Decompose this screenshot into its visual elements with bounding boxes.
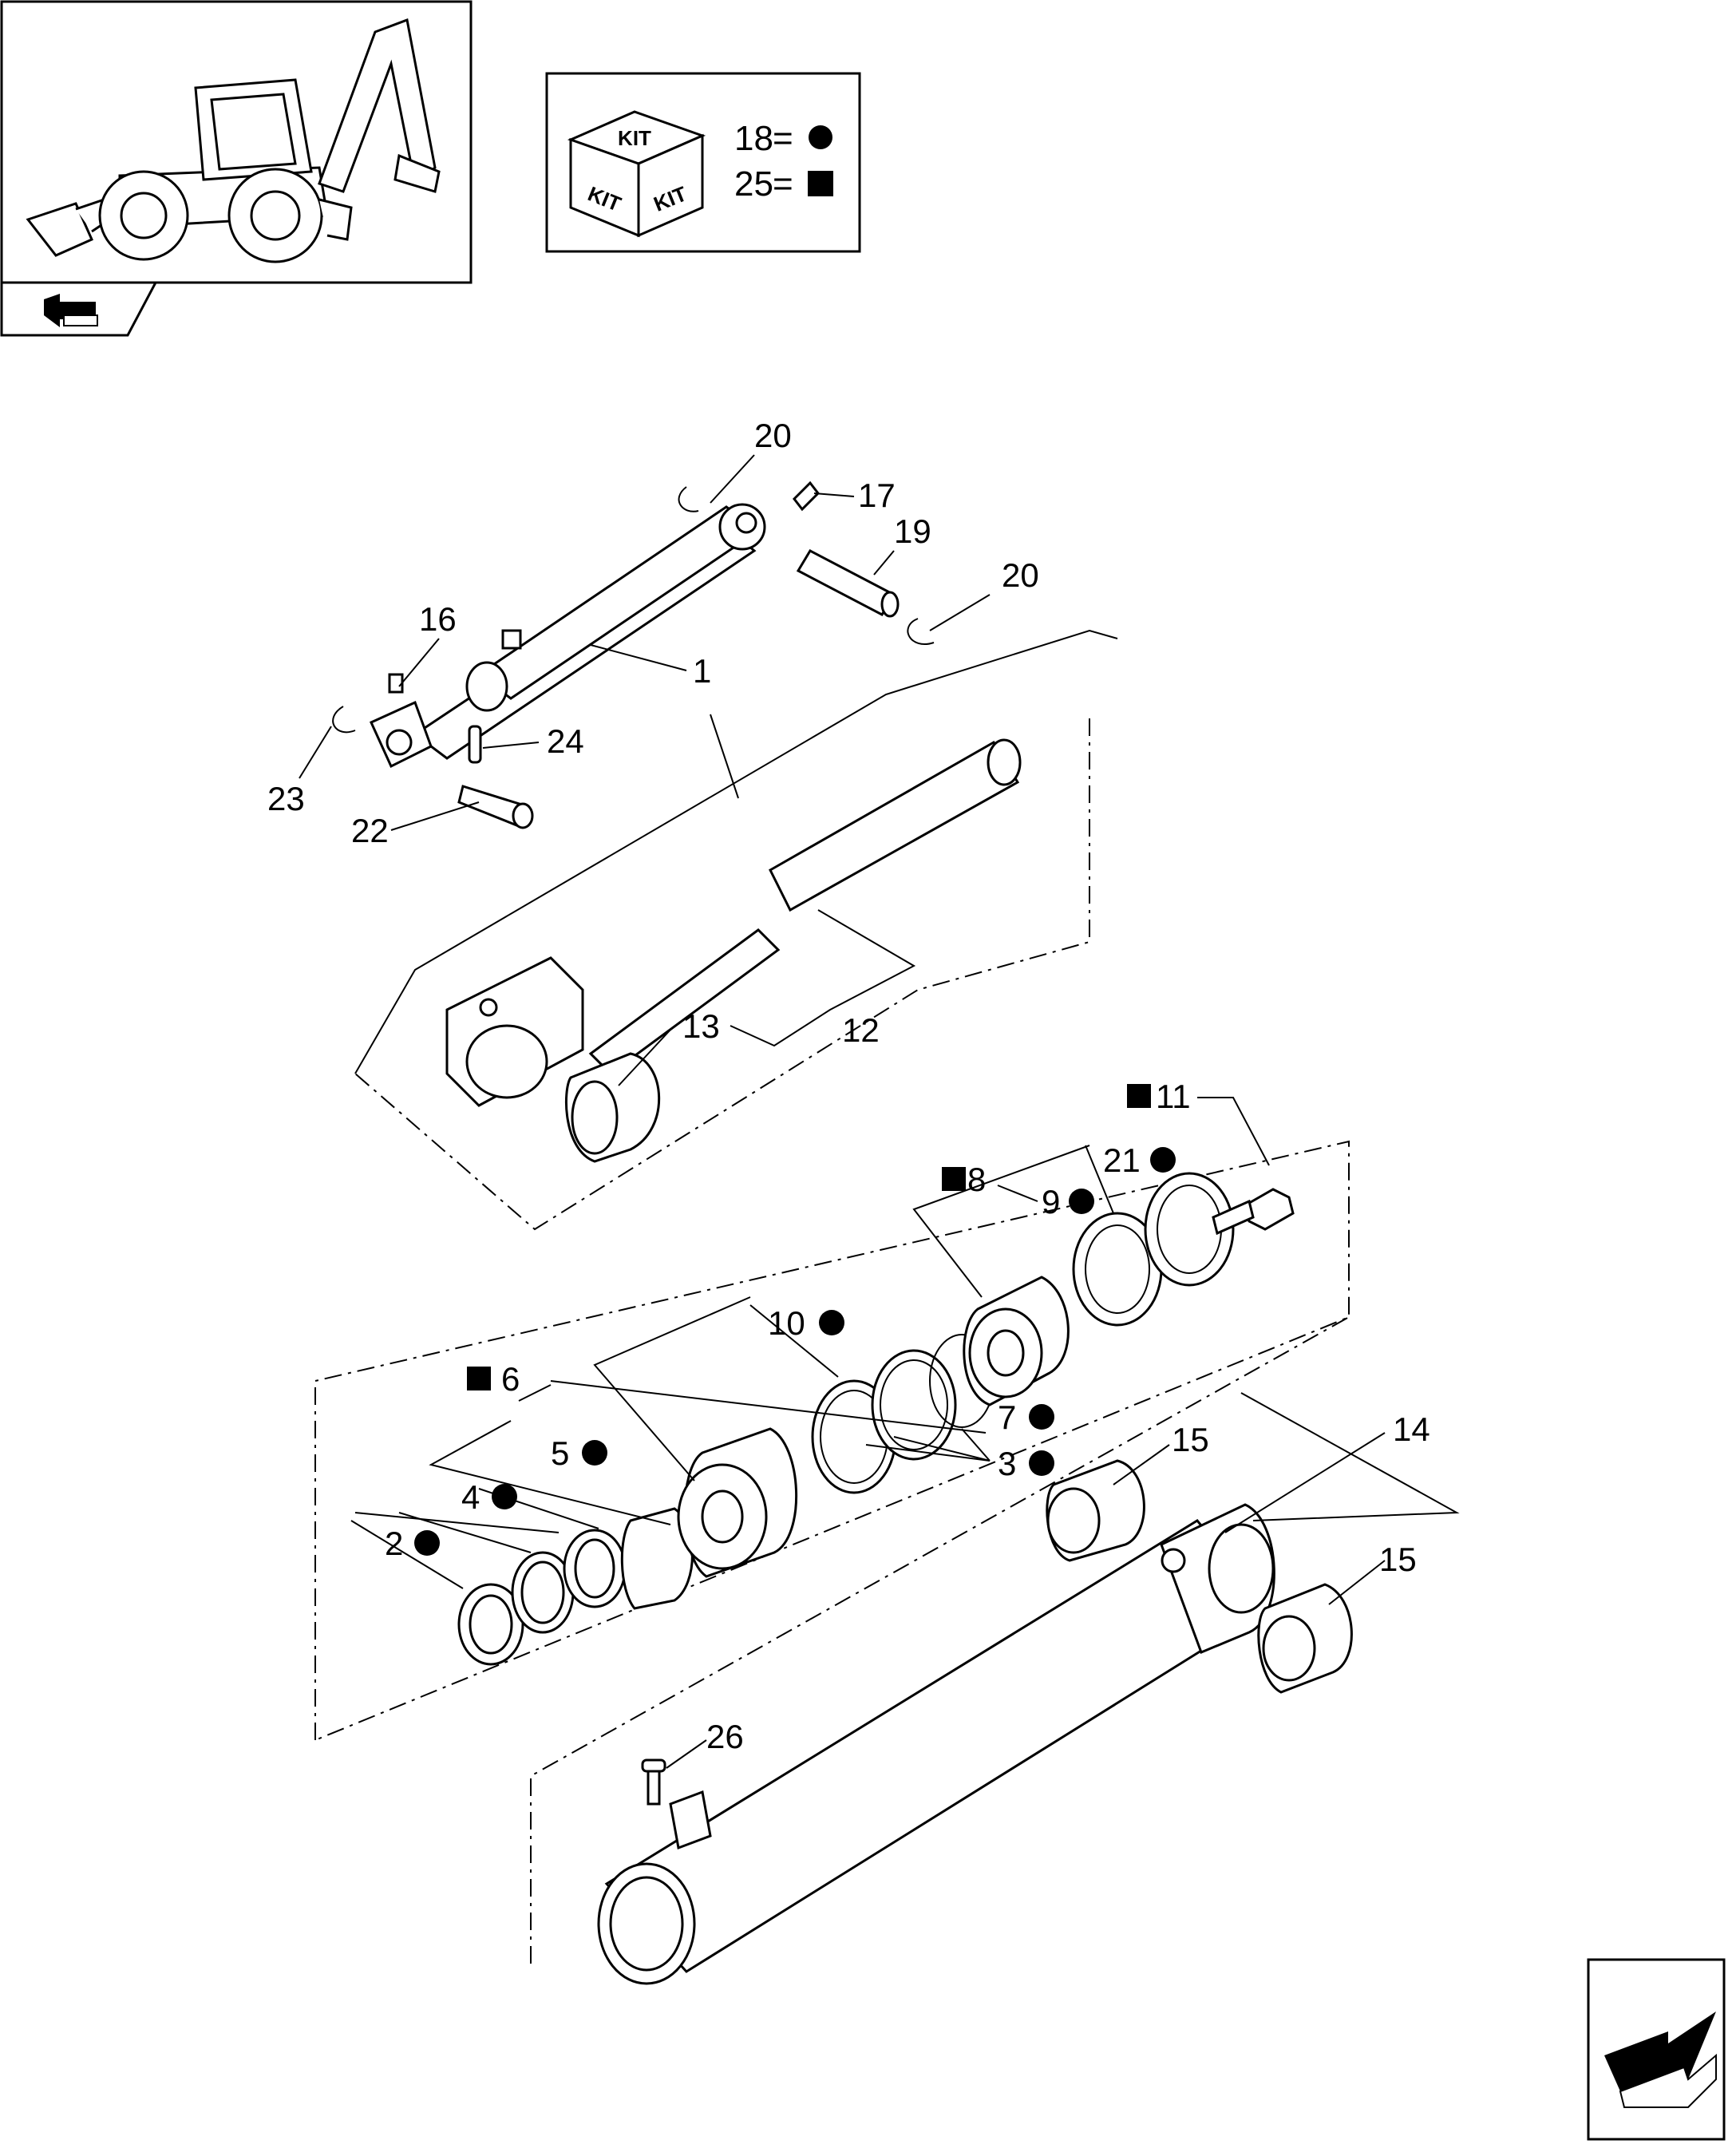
svg-text:2: 2 [385,1525,403,1562]
kit-square-icon [1127,1084,1151,1108]
kit-circle-icon [492,1484,517,1509]
callout-15b: 15 [1379,1541,1417,1578]
kit-square-icon [467,1367,491,1390]
kit-circle-icon [1150,1147,1176,1173]
callout-20a: 20 [754,417,792,454]
callout-15a: 15 [1172,1421,1209,1458]
callout-14: 14 [1393,1410,1430,1448]
callout-22: 22 [351,812,389,849]
svg-text:25: 25 [734,164,773,204]
svg-text:7: 7 [998,1398,1016,1436]
callout-4: 4 [461,1478,517,1516]
svg-text:10: 10 [768,1304,805,1342]
kit-circle-icon [819,1310,844,1335]
callout-6: 6 [467,1360,520,1398]
callouts: 20 17 19 20 16 1 24 23 22 13 12 11 8 21 … [267,417,1430,1755]
kit-square-icon [808,171,833,196]
callout-5: 5 [551,1434,607,1472]
svg-text:21: 21 [1103,1141,1141,1179]
callout-21: 21 [1103,1141,1176,1179]
svg-text:=: = [773,164,793,204]
kit-circle-icon [1029,1450,1054,1476]
assembled-cylinder [332,481,935,829]
kit-circle-icon [414,1530,440,1556]
callout-17: 17 [858,477,896,514]
piston-rod [445,738,1022,1163]
callout-9: 9 [1042,1183,1094,1220]
svg-text:3: 3 [998,1445,1016,1482]
back-button[interactable] [0,281,158,337]
callout-23: 23 [267,780,305,817]
backhoe-loader-icon [26,18,441,263]
kit-circle-icon [809,125,832,149]
callout-12: 12 [842,1011,880,1049]
callout-20b: 20 [1002,556,1039,594]
kit-circle-icon [1029,1404,1054,1430]
svg-text:6: 6 [501,1360,520,1398]
kit-cube-icon: KIT KIT KIT [567,110,706,238]
kit-legend-entry-25: 25 = [734,164,833,204]
kit-circle-icon [1069,1189,1094,1214]
callout-24: 24 [547,722,584,760]
machine-thumbnail [0,0,473,284]
forward-button[interactable] [1587,1958,1726,2141]
callout-2: 2 [385,1525,440,1562]
cylinder-barrel [597,1459,1353,1985]
callout-11: 11 [1127,1078,1191,1115]
callout-7: 7 [998,1398,1054,1436]
assembly-envelopes [314,629,1350,1964]
callout-8: 8 [942,1161,986,1198]
leader-lines [299,454,1460,1769]
kit-circle-icon [582,1440,607,1466]
kit-legend-entry-18: 18 = [734,119,832,158]
svg-text:11: 11 [1156,1078,1191,1115]
callout-13: 13 [682,1007,720,1045]
callout-3: 3 [998,1445,1054,1482]
callout-26: 26 [706,1718,744,1755]
kit-square-icon [942,1167,966,1191]
svg-text:18: 18 [734,119,773,158]
callout-19: 19 [894,512,931,550]
svg-text:8: 8 [967,1161,986,1198]
forward-arrow-icon [1604,2012,1717,2108]
callout-10: 10 [768,1304,844,1342]
callout-1: 1 [693,652,711,690]
kit-legend: KIT KIT KIT 18 = 25 = [545,72,861,253]
svg-text:9: 9 [1042,1183,1060,1220]
kit-top-label: KIT [618,126,651,150]
back-arrow-icon [44,294,98,327]
piston-seals [457,1172,1295,1666]
callout-16: 16 [419,600,457,638]
svg-text:5: 5 [551,1434,569,1472]
svg-text:=: = [773,119,793,158]
svg-text:4: 4 [461,1478,480,1516]
